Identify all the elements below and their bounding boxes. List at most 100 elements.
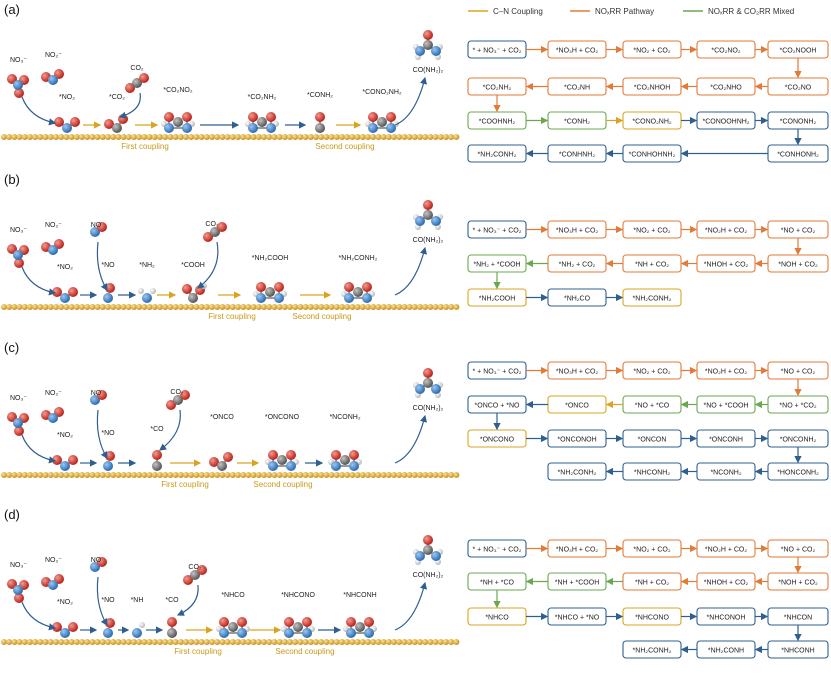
surface-atom xyxy=(131,639,137,645)
surface-atom xyxy=(183,304,189,310)
surface-atom xyxy=(177,472,184,478)
step-box: *NO₂H + CO₂ xyxy=(696,539,756,558)
species-label: NO xyxy=(91,222,102,229)
surface-atom xyxy=(209,472,215,478)
process-arrow xyxy=(118,92,141,119)
surface-atom xyxy=(323,639,330,645)
surface-atom xyxy=(188,472,195,478)
surface-atom xyxy=(313,472,319,478)
surface-atom xyxy=(443,639,449,645)
surface-atom xyxy=(209,639,215,645)
surface-atom xyxy=(380,639,387,645)
surface-atom xyxy=(323,472,330,478)
step-box: *CONHONH₂ xyxy=(767,144,829,163)
atom-n xyxy=(349,461,359,471)
catalyst-surface xyxy=(1,304,460,310)
surface-atom xyxy=(240,134,247,140)
surface-atom xyxy=(37,134,44,140)
surface-atom xyxy=(131,134,137,140)
step-box: *NCONH₂ xyxy=(696,462,756,481)
box-label: *NHCONOH xyxy=(707,615,746,622)
surface-atom xyxy=(157,472,163,478)
surface-atom xyxy=(105,639,111,645)
atom-n xyxy=(60,628,70,638)
atom-o xyxy=(104,119,114,129)
box-label: *NO + *CO xyxy=(635,403,670,410)
atom-n xyxy=(60,293,70,303)
species-label: *NH xyxy=(131,597,144,604)
species-label: *COOH xyxy=(181,262,205,269)
atom-o xyxy=(423,535,433,545)
surface-atom xyxy=(302,134,309,140)
atom-o xyxy=(180,390,190,400)
surface-atom xyxy=(297,304,304,310)
surface-atom xyxy=(89,134,96,140)
box-label: *NO₃H + CO₂ xyxy=(556,369,599,376)
box-label: *CONOOHNH₂ xyxy=(702,119,749,126)
process-arrow xyxy=(197,241,219,289)
surface-atom xyxy=(115,134,122,140)
species-label: NO₃⁻ xyxy=(10,227,27,234)
atom-c xyxy=(423,40,433,50)
surface-atom xyxy=(73,134,80,140)
atom-n xyxy=(386,123,396,133)
atom-o xyxy=(152,450,162,460)
surface-atom xyxy=(6,639,13,645)
atom-n xyxy=(103,461,113,471)
pathway-flow-c: * + NO₃⁻ + CO₂*NO₃H + CO₂*NO₂ + CO₂*NO₂H… xyxy=(467,361,829,481)
surface-atom xyxy=(151,304,158,310)
product-label: CO(NH₂)₂ xyxy=(413,237,444,244)
panel-c: (c)NO₃⁻NO₂⁻*NO₂*NO*CO*ONCO*ONCONO*NCONH₂… xyxy=(1,340,829,489)
surface-atom xyxy=(229,472,236,478)
step-box: *ONCONOH xyxy=(547,429,607,448)
atom-o xyxy=(274,282,284,292)
surface-atom xyxy=(292,134,299,140)
surface-atom xyxy=(21,304,28,310)
atom-n xyxy=(60,461,70,471)
surface-atom xyxy=(266,304,273,310)
pathway-flow-b: * + NO₃⁻ + CO₂*NO₃H + CO₂*NO₂ + CO₂*NO₂H… xyxy=(467,220,829,307)
surface-atom xyxy=(131,472,137,478)
step-box: *CONONH₂ xyxy=(767,111,829,130)
surface-atom xyxy=(63,639,70,645)
surface-atom xyxy=(27,134,33,140)
surface-atom xyxy=(198,639,205,645)
molecule-big xyxy=(328,450,362,471)
atom-o xyxy=(423,200,433,210)
surface-atom xyxy=(73,304,80,310)
process-arrow xyxy=(96,241,108,292)
surface-atom xyxy=(193,639,200,645)
surface-atom xyxy=(42,134,49,140)
surface-atom xyxy=(453,134,460,140)
surface-atom xyxy=(146,639,153,645)
surface-atom xyxy=(68,134,75,140)
surface-atom xyxy=(151,134,158,140)
box-label: * + NO₃⁻ + CO₂ xyxy=(473,228,522,235)
atom-c xyxy=(217,461,227,471)
process-arrow xyxy=(176,584,199,616)
surface-atom xyxy=(245,304,252,310)
step-box: *NHCON xyxy=(767,607,829,626)
surface-atom xyxy=(120,134,127,140)
surface-atom xyxy=(344,134,351,140)
atom-c xyxy=(167,628,177,638)
atom-o xyxy=(68,287,78,297)
surface-atom xyxy=(396,639,403,645)
step-box: *NH₂CONH₂ xyxy=(547,462,607,481)
surface-atom xyxy=(344,472,351,478)
surface-atom xyxy=(370,472,377,478)
atom-o xyxy=(166,400,176,410)
step-box: *CO₂NHO xyxy=(696,77,756,96)
box-label: *NHCO + *NO xyxy=(555,615,600,622)
molecule-urea xyxy=(413,368,443,398)
product-arrow xyxy=(394,246,427,296)
molecule-no3 xyxy=(7,244,29,268)
surface-atom xyxy=(261,304,267,310)
step-box: *CONOOHNH₂ xyxy=(696,111,756,130)
surface-atom xyxy=(266,639,273,645)
surface-atom xyxy=(432,639,439,645)
surface-atom xyxy=(183,134,189,140)
atom-n xyxy=(362,293,372,303)
surface-atom xyxy=(146,304,153,310)
